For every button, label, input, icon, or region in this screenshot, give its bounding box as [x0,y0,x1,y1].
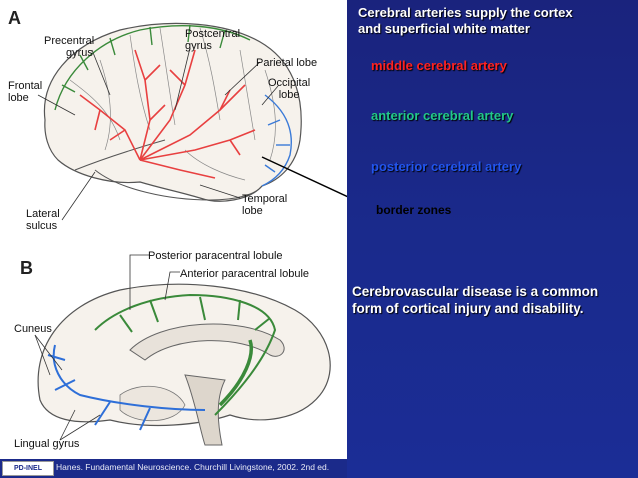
label-posterior-paracentral: Posterior paracentral lobule [148,250,283,262]
label-occipital-1: Occipital [268,77,311,89]
label-temporal-1: Temporal [242,193,288,205]
medial-brain-view [34,254,331,446]
lateral-brain-view [37,22,302,221]
label-parietal: Parietal lobe [256,57,318,69]
brain-figure [34,22,347,446]
slide-body: Cerebrovascular disease is a common form… [352,283,598,317]
citation: Hanes. Fundamental Neuroscience. Churchi… [56,462,330,472]
label-lateral-1: Lateral [26,208,60,220]
label-occipital-2: lobe [278,89,300,101]
label-cuneus: Cuneus [14,323,52,335]
footer-bar [0,459,347,478]
label-anterior-paracentral: Anterior paracentral lobule [180,268,310,280]
label-precentral-2: gyrus [66,47,93,59]
border-zone-pointer [261,156,347,198]
label-postcentral-2: gyrus [185,40,212,52]
panel-a-letter: A [8,8,21,28]
slide-body-line1: Cerebrovascular disease is a common [352,284,599,299]
label-frontal-1: Frontal [8,80,43,92]
label-temporal-2: lobe [242,205,263,217]
label-frontal-2: lobe [8,92,29,104]
label-precentral-1: Precentral [44,35,95,47]
label-lateral-2: sulcus [26,220,58,232]
legend-anterior-cerebral: anterior cerebral artery [371,108,514,123]
slide-heading-line1: Cerebral arteries supply the cortex [358,5,573,20]
legend-middle-cerebral: middle cerebral artery [371,58,507,73]
label-lingual-gyrus: Lingual gyrus [14,438,80,450]
legend-border-zones: border zones [376,203,452,217]
panel-b-letter: B [20,258,33,278]
logo: PD-INEL [2,461,54,476]
slide-body-line2: form of cortical injury and disability. [352,301,584,316]
label-postcentral-1: Postcentral [185,28,241,40]
legend-posterior-cerebral: posterior cerebral artery [371,159,522,174]
slide-heading: Cerebral arteries supply the cortex and … [358,5,573,37]
slide-heading-line2: and superficial white matter [358,21,530,36]
